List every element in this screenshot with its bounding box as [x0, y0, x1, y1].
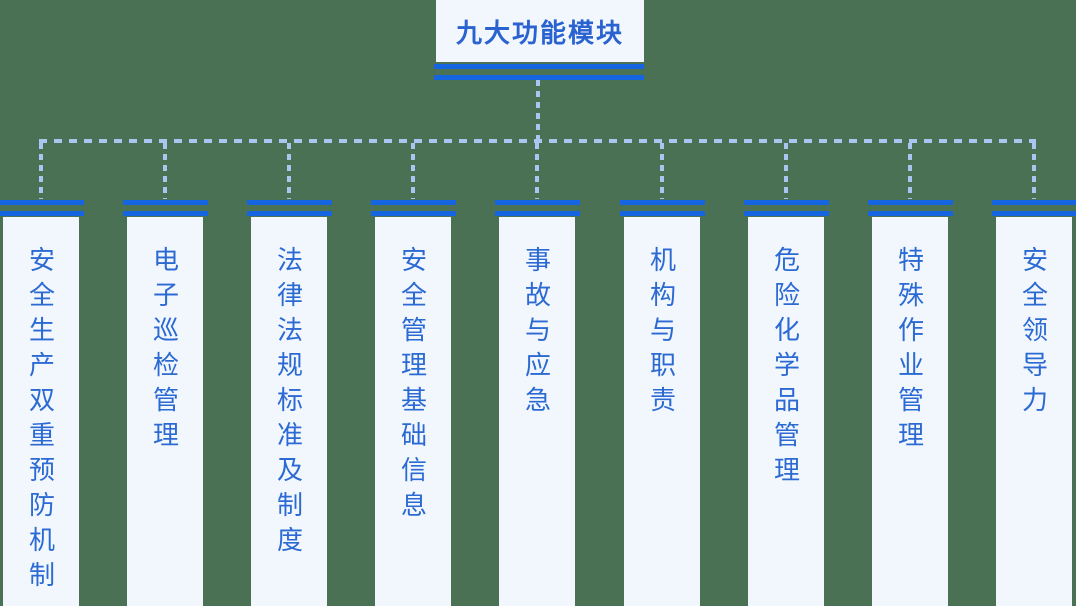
root-underline-bottom	[434, 75, 644, 80]
connector-column-drop	[39, 143, 43, 199]
module-label: 安全管理基础信息	[397, 246, 428, 526]
column-top-bar	[992, 200, 1076, 205]
module-column: 安全管理基础信息	[375, 217, 451, 606]
connector-column-drop	[287, 143, 291, 199]
module-label: 事故与应急	[521, 246, 552, 421]
root-node: 九大功能模块	[436, 0, 644, 62]
module-label: 特殊作业管理	[894, 246, 925, 456]
column-top-bar	[123, 200, 208, 205]
column-top-bar-2	[744, 211, 829, 216]
column-top-bar-2	[992, 211, 1076, 216]
column-top-bar-2	[620, 211, 705, 216]
column-top-bar-2	[371, 211, 456, 216]
column-top-bar-2	[0, 211, 84, 216]
column-top-bar-2	[123, 211, 208, 216]
connector-column-drop	[908, 143, 912, 199]
module-column: 安全生产双重预防机制	[3, 217, 79, 606]
module-column: 事故与应急	[499, 217, 575, 606]
module-column: 危险化学品管理	[748, 217, 824, 606]
column-top-bar	[371, 200, 456, 205]
module-label: 安全生产双重预防机制	[25, 246, 56, 596]
connector-column-drop	[163, 143, 167, 199]
connector-root-drop	[536, 80, 540, 139]
column-top-bar	[744, 200, 829, 205]
root-underline-top	[434, 64, 644, 69]
column-top-bar	[620, 200, 705, 205]
column-top-bar-2	[495, 211, 580, 216]
module-column: 电子巡检管理	[127, 217, 203, 606]
module-column: 法律法规标准及制度	[251, 217, 327, 606]
connector-column-drop	[535, 143, 539, 199]
module-label: 电子巡检管理	[149, 246, 180, 456]
column-top-bar	[0, 200, 84, 205]
module-column: 安全领导力	[996, 217, 1072, 606]
module-label: 危险化学品管理	[770, 246, 801, 491]
connector-horizontal-rail	[39, 139, 1036, 143]
column-top-bar	[868, 200, 953, 205]
column-top-bar-2	[868, 211, 953, 216]
module-column: 特殊作业管理	[872, 217, 948, 606]
root-node-label: 九大功能模块	[455, 17, 624, 48]
module-label: 机构与职责	[646, 246, 677, 421]
connector-column-drop	[1032, 143, 1036, 199]
module-column: 机构与职责	[624, 217, 700, 606]
connector-column-drop	[784, 143, 788, 199]
column-top-bar	[247, 200, 332, 205]
column-top-bar	[495, 200, 580, 205]
connector-column-drop	[660, 143, 664, 199]
module-label: 法律法规标准及制度	[273, 246, 304, 561]
module-label: 安全领导力	[1018, 246, 1049, 421]
column-top-bar-2	[247, 211, 332, 216]
connector-column-drop	[411, 143, 415, 199]
